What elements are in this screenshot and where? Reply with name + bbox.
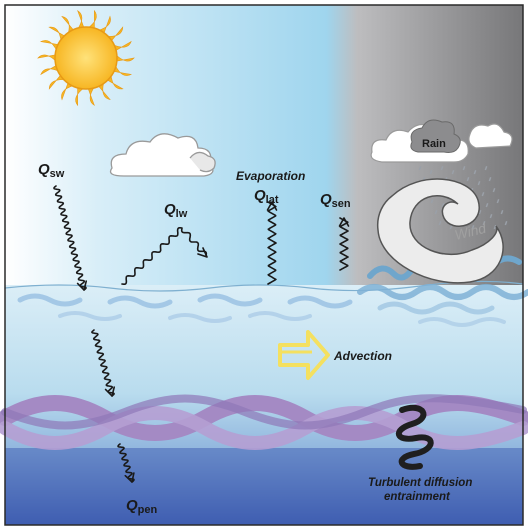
rain-cloud-icon bbox=[370, 119, 513, 230]
sun-ray bbox=[115, 54, 135, 62]
sun-ray bbox=[61, 81, 75, 101]
q-lat-arrow bbox=[267, 201, 277, 285]
sun-ray bbox=[112, 40, 132, 52]
rain-drop bbox=[462, 165, 466, 171]
q-sen-arrow-head bbox=[338, 217, 350, 227]
rain-drop bbox=[493, 225, 497, 230]
turbulence-coil-icon bbox=[396, 404, 434, 470]
entrainment-label: entrainment bbox=[384, 491, 451, 503]
advection-label: Advection bbox=[333, 349, 392, 363]
rain-drop bbox=[482, 220, 486, 226]
sun-ray bbox=[40, 64, 60, 76]
rain-drop bbox=[478, 209, 482, 215]
sun-ray bbox=[37, 54, 57, 62]
deep-layer bbox=[5, 448, 523, 525]
sun-ray bbox=[87, 86, 96, 106]
turbulent-diffusion-label: Turbulent diffusion bbox=[368, 477, 472, 489]
q-sw-label: Qsw bbox=[38, 161, 65, 180]
sun-ray bbox=[106, 73, 124, 90]
rain-drop bbox=[440, 165, 444, 171]
q-lw-arrow bbox=[121, 227, 208, 285]
q-sen-arrow bbox=[339, 217, 349, 271]
rain-drop bbox=[430, 198, 434, 204]
q-sw-arrow bbox=[53, 185, 87, 291]
rain-drop bbox=[438, 220, 442, 226]
sun-ray bbox=[97, 81, 111, 101]
sun-icon bbox=[37, 9, 135, 107]
rain-drop bbox=[466, 176, 470, 182]
frame bbox=[4, 4, 524, 526]
q-pen-arrow-lower bbox=[117, 443, 135, 483]
q-lw-label: Qlw bbox=[164, 201, 188, 220]
cloud-icon bbox=[109, 133, 216, 177]
rain-drop bbox=[488, 177, 492, 182]
sun-ray bbox=[97, 15, 111, 35]
rain-drop bbox=[504, 220, 508, 226]
evaporation-label: Evaporation bbox=[236, 169, 305, 183]
wind-label: Wind bbox=[453, 219, 489, 243]
rain-drop bbox=[485, 203, 489, 208]
rain-drop bbox=[484, 165, 488, 171]
q-sen-label: Qsen bbox=[320, 191, 351, 210]
q-lat-label: Qlat bbox=[254, 187, 279, 206]
sun-ray bbox=[61, 15, 75, 35]
q-pen-arrow-head bbox=[104, 386, 116, 397]
sun-ray bbox=[106, 26, 124, 42]
rain-drop bbox=[441, 203, 445, 208]
rain-drop bbox=[489, 214, 493, 219]
rain-drop bbox=[434, 209, 438, 215]
rain-drop bbox=[473, 170, 477, 175]
q-pen-arrow bbox=[91, 329, 115, 397]
rain-drop bbox=[449, 224, 453, 230]
sun-ray bbox=[75, 86, 85, 107]
sun-ray bbox=[76, 10, 85, 30]
sun-ray bbox=[48, 26, 66, 43]
rain-drop bbox=[481, 192, 485, 197]
advection-arrow-icon bbox=[278, 330, 330, 380]
rain-drop bbox=[451, 170, 455, 175]
rain-drop bbox=[500, 209, 504, 215]
sun-ray bbox=[112, 64, 133, 76]
q-lw-arrow-head bbox=[197, 247, 208, 258]
q-pen-label: Qpen bbox=[126, 497, 158, 516]
rain-label: Rain bbox=[422, 138, 446, 150]
q-lat-arrow-head bbox=[266, 201, 278, 211]
rain-drop bbox=[496, 198, 500, 204]
q-pen-arrow-lower-head bbox=[124, 472, 135, 483]
rain-drop bbox=[492, 187, 496, 193]
sun-ray bbox=[48, 74, 66, 90]
q-sw-arrow-head bbox=[76, 280, 88, 291]
rain-drop bbox=[477, 181, 481, 186]
wind-swirl-icon bbox=[376, 178, 504, 284]
sun-ray bbox=[39, 40, 60, 52]
rain-drop bbox=[429, 169, 433, 175]
rain-drop bbox=[471, 224, 475, 230]
rain-drop bbox=[418, 165, 422, 171]
sun-ray bbox=[87, 9, 97, 30]
